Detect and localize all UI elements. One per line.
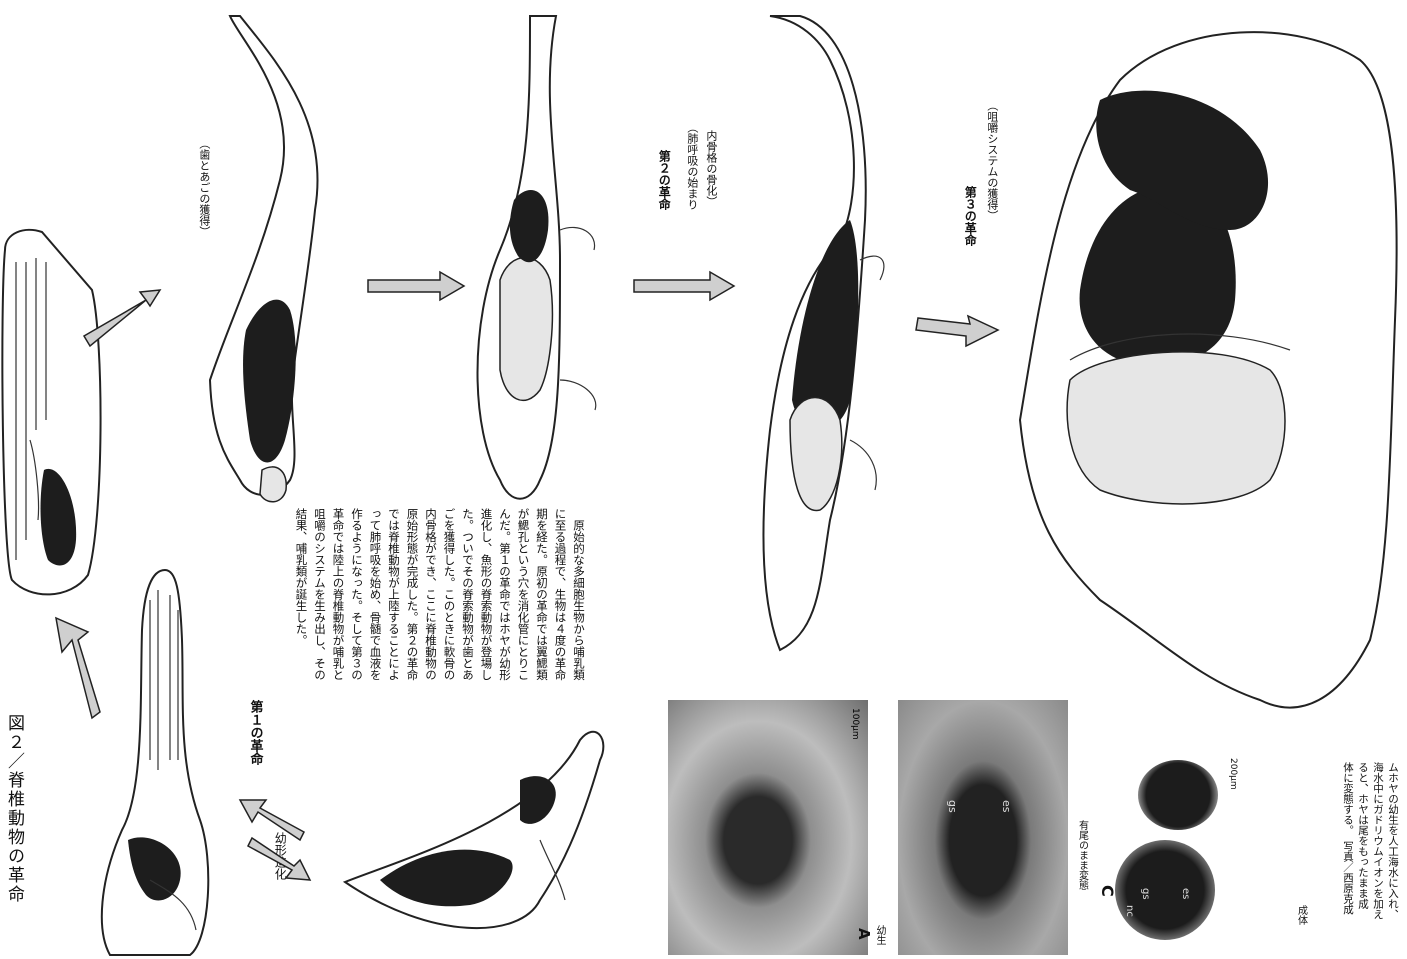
photo-c-gs: gs	[1140, 888, 1151, 900]
salamander	[478, 16, 596, 499]
photo-a-scale: 100μm	[850, 708, 860, 740]
arrow-shark-to-newt	[368, 272, 464, 300]
photo-caption-line: ると、ホヤは尾をもったまま成	[1355, 762, 1370, 957]
crocodile	[763, 16, 883, 650]
photo-c-label: C	[1098, 885, 1117, 897]
photo-caption-line: 海水中にガドリウムイオンを加え	[1370, 762, 1385, 957]
amphioxus	[345, 732, 603, 928]
arrow-rev1-up	[240, 800, 304, 840]
photo-c-cell-1	[1115, 840, 1215, 940]
photo-c-scale: 200μm	[1228, 758, 1238, 790]
arrow-left-up	[56, 618, 100, 718]
photo-c-cell-2	[1138, 760, 1218, 830]
mammal	[1020, 32, 1397, 707]
shark	[210, 16, 318, 502]
photo-b-side-label: 有尾のまま変態	[1075, 820, 1089, 890]
arrow-rev2	[634, 272, 734, 300]
photo-b-gs: gs	[946, 800, 959, 813]
arrow-rev3	[916, 316, 998, 346]
arrow-rev1-down	[248, 838, 310, 880]
photo-c-nc: nc	[1124, 905, 1135, 917]
photo-b	[898, 700, 1068, 955]
ascidian-adult	[2, 230, 100, 595]
photo-c-es: es	[1180, 888, 1191, 899]
ascidian-larva	[102, 570, 208, 955]
photo-a-label: A	[855, 928, 873, 940]
photo-b-es: es	[1000, 800, 1013, 813]
photo-caption-line: ムホヤの幼生を人工海水に入れ、	[1385, 762, 1400, 957]
photo-caption: ムホヤの幼生を人工海水に入れ、海水中にガドリウムイオンを加えると、ホヤは尾をもっ…	[1300, 762, 1400, 957]
photo-a-side-label: 幼生	[872, 925, 887, 945]
photo-a	[668, 700, 868, 955]
photo-caption-line: 体に変態する。 写真／西原克成	[1340, 762, 1355, 957]
